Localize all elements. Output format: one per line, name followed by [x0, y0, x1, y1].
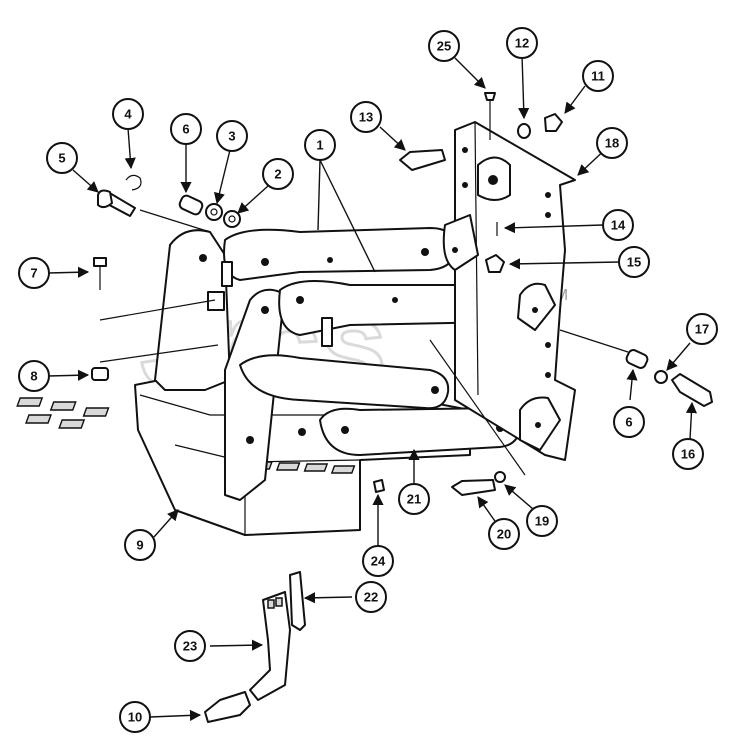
side-plates	[154, 229, 283, 501]
svg-text:10: 10	[128, 710, 142, 725]
hardware	[91, 92, 713, 723]
callout-16: 16	[672, 438, 704, 470]
leader-lines	[47, 54, 698, 721]
svg-text:6: 6	[182, 122, 189, 137]
callout-23: 23	[174, 630, 206, 662]
callout-4: 4	[112, 98, 144, 130]
svg-text:20: 20	[497, 527, 511, 542]
callout-24: 24	[362, 545, 394, 577]
callout-12: 12	[506, 27, 538, 59]
callouts: 1 2 3 4 5 6 7 8 9 10 11 12 13 14 15 16 1…	[18, 27, 718, 733]
svg-text:19: 19	[535, 514, 549, 529]
callout-21: 21	[398, 483, 430, 515]
callout-17: 17	[686, 313, 718, 345]
svg-text:5: 5	[58, 151, 65, 166]
svg-text:9: 9	[136, 538, 143, 553]
callout-7: 7	[18, 257, 50, 289]
callout-25: 25	[428, 30, 460, 62]
callout-20: 20	[488, 518, 520, 550]
callout-6-right: 6	[613, 406, 645, 438]
callout-15: 15	[618, 246, 650, 278]
svg-text:4: 4	[124, 107, 132, 122]
callout-11: 11	[582, 60, 614, 92]
callout-22: 22	[355, 581, 387, 613]
callout-5: 5	[46, 142, 78, 174]
callout-8: 8	[18, 360, 50, 392]
svg-text:16: 16	[681, 447, 695, 462]
callout-3: 3	[216, 120, 248, 152]
callout-18: 18	[596, 127, 628, 159]
callout-14: 14	[602, 209, 634, 241]
svg-text:2: 2	[274, 167, 281, 182]
svg-text:24: 24	[371, 554, 386, 569]
base-frame	[16, 364, 471, 536]
svg-text:8: 8	[30, 369, 37, 384]
mounting-plate	[442, 121, 576, 461]
svg-text:11: 11	[591, 69, 605, 84]
svg-text:25: 25	[437, 39, 451, 54]
svg-text:14: 14	[611, 218, 626, 233]
svg-text:6: 6	[625, 415, 632, 430]
svg-text:18: 18	[605, 136, 619, 151]
callout-19: 19	[526, 505, 558, 537]
callout-10: 10	[119, 701, 151, 733]
svg-text:23: 23	[183, 639, 197, 654]
callout-6-left: 6	[170, 113, 202, 145]
svg-text:22: 22	[364, 590, 378, 605]
lower-links	[239, 354, 521, 456]
svg-text:13: 13	[359, 110, 373, 125]
callout-1: 1	[304, 129, 336, 161]
callout-13: 13	[350, 101, 382, 133]
svg-text:7: 7	[30, 266, 37, 281]
svg-text:21: 21	[407, 492, 421, 507]
svg-text:17: 17	[695, 322, 709, 337]
callout-9: 9	[124, 529, 156, 561]
svg-text:1: 1	[316, 138, 323, 153]
svg-text:3: 3	[228, 129, 235, 144]
callout-2: 2	[262, 158, 294, 190]
svg-text:12: 12	[515, 36, 529, 51]
svg-text:15: 15	[627, 255, 641, 270]
